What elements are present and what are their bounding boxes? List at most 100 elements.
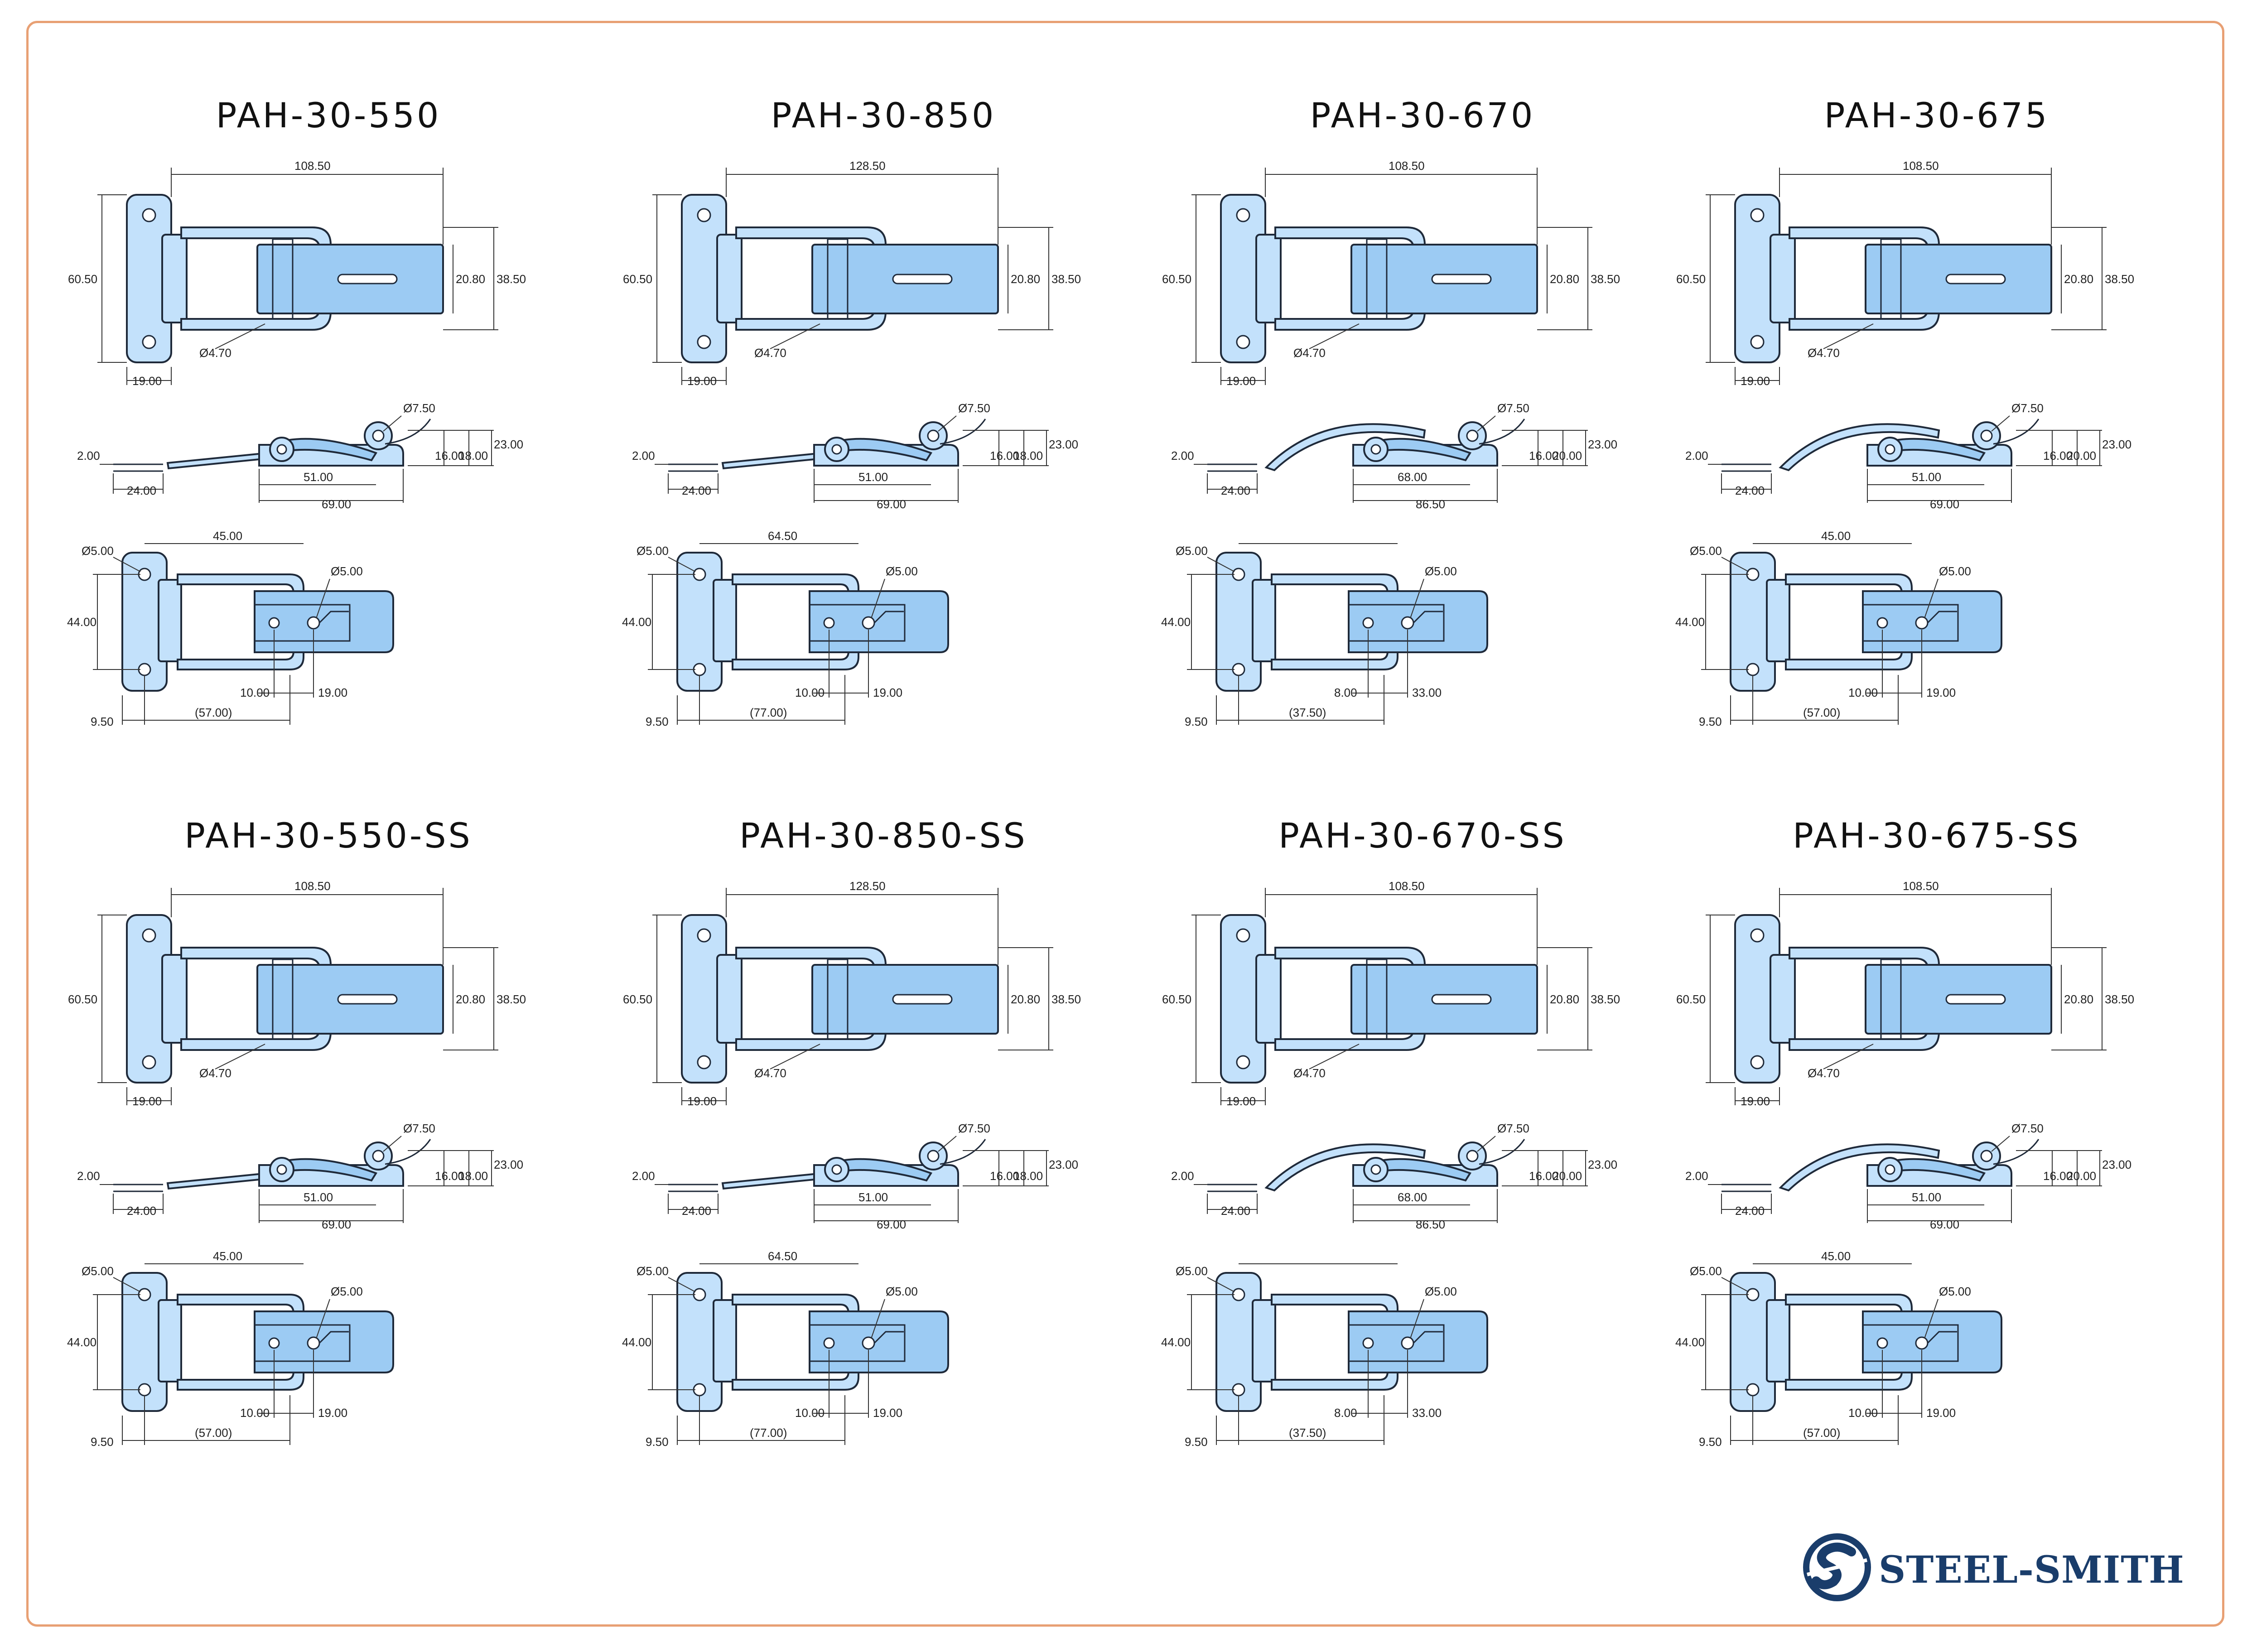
bottom-lever (1862, 1310, 2002, 1373)
rivet (1915, 1336, 1929, 1350)
dim-h2: 18.00 (1013, 449, 1043, 462)
bottom-view: Ø5.00 Ø5.00 45.00 44.00 10.00 19.00 (67, 529, 394, 728)
dim-off: 24.00 (1221, 1204, 1250, 1218)
dim-thk: 2.00 (1171, 449, 1194, 462)
dim-a: 68.00 (1398, 1190, 1427, 1204)
dim-thk: 2.00 (77, 449, 100, 462)
dim-bh: Ø5.00 (1690, 1264, 1722, 1278)
dim-hole: Ø4.70 (1293, 346, 1326, 360)
mounting-hole (697, 928, 711, 943)
dim-height: 60.50 (68, 992, 97, 1006)
dim-width: 128.50 (849, 159, 886, 173)
dim-height: 60.50 (68, 272, 97, 286)
wire-loop (180, 226, 332, 331)
side-lever (825, 1158, 933, 1182)
dim-h3: 23.00 (1049, 438, 1078, 451)
hinge-block (716, 234, 743, 323)
dim-h3: 23.00 (494, 1158, 523, 1171)
dim-width: 108.50 (1903, 879, 1939, 893)
rivet (1876, 617, 1888, 629)
bottom-loop (732, 573, 859, 670)
brand-logo: STEEL-SMITH (1801, 1531, 2190, 1608)
dim-c2: 19.00 (1926, 686, 1956, 699)
dim-h2: 20.00 (1553, 449, 1582, 462)
top-view: 108.50 60.50 20.80 38.50 19.00 Ø4.70 (1676, 159, 2134, 388)
rivet (1362, 1337, 1374, 1349)
hinge-block (161, 234, 188, 323)
product-title: PAH-30-675-SS (1793, 815, 2081, 856)
dim-br: Ø5.00 (331, 564, 363, 578)
wire-loop (735, 947, 887, 1051)
wire-loop (735, 226, 887, 331)
rivet (1401, 1336, 1414, 1350)
dim-bhgt: 44.00 (67, 615, 96, 629)
product-title: PAH-30-675 (1824, 95, 2049, 135)
dim-c1: 10.00 (240, 1406, 270, 1420)
side-hook (721, 1172, 825, 1190)
dim-e: 9.50 (1699, 715, 1722, 728)
wire-loop (1274, 947, 1426, 1051)
technical-drawing: 108.50 60.50 20.80 38.50 19.00 Ø4.70 (1675, 879, 2134, 1449)
dim-height: 60.50 (623, 272, 652, 286)
bottom-lever (809, 1310, 949, 1373)
side-lever (1365, 1158, 1472, 1182)
dim-c2: 19.00 (873, 1406, 902, 1420)
dim-width: 108.50 (1903, 159, 1939, 173)
dim-h2: 20.00 (2067, 449, 2096, 462)
dim-bh: Ø5.00 (1690, 544, 1722, 558)
dim-e: 9.50 (646, 1435, 669, 1449)
product-title: PAH-30-550 (216, 95, 441, 135)
top-view: 108.50 60.50 20.80 38.50 19.00 Ø4.70 (68, 879, 526, 1108)
dim-c1: 10.00 (1848, 1406, 1878, 1420)
bottom-lever (1348, 590, 1488, 653)
dim-bhgt: 44.00 (1161, 1335, 1191, 1349)
dim-plate: 19.00 (132, 1094, 162, 1108)
technical-drawing: 108.50 60.50 20.80 38.50 19.00 Ø4.70 (67, 159, 526, 728)
dim-off: 24.00 (1735, 484, 1765, 497)
mounting-hole (1236, 928, 1250, 943)
mounting-hole (1750, 1055, 1765, 1069)
dim-br: Ø5.00 (886, 1285, 918, 1298)
product-drawing-pah-30-670: PAH-30-670 108.50 60.50 (1153, 95, 1692, 802)
dim-bh: Ø5.00 (82, 1264, 114, 1278)
padlock-slot (337, 274, 398, 284)
side-lever (270, 438, 378, 462)
dim-c2: 33.00 (1412, 1406, 1442, 1420)
top-view: 128.50 60.50 20.80 38.50 19.00 Ø4.70 (623, 159, 1081, 388)
rivet (862, 1336, 875, 1350)
dim-w2: 38.50 (497, 992, 526, 1006)
side-view: Ø7.50 2.00 24.00 51.00 69.00 16.00 (1685, 401, 2131, 511)
steel-smith-logo-icon (1803, 1533, 1871, 1601)
mounting-hole (1750, 208, 1765, 222)
dim-b: 69.00 (877, 497, 906, 511)
mounting-hole (1236, 335, 1250, 349)
dim-w1: 20.80 (2064, 272, 2093, 286)
bottom-loop (177, 1294, 304, 1391)
dim-f: (37.50) (1289, 706, 1326, 719)
bottom-view: Ø5.00 Ø5.00 64.50 44.00 10.00 19.00 (622, 529, 949, 728)
technical-drawing: 108.50 60.50 20.80 38.50 19.00 Ø4.70 (1675, 159, 2134, 728)
dim-h3: 23.00 (1588, 438, 1617, 451)
dim-w2: 38.50 (2105, 272, 2134, 286)
dim-h2: 18.00 (458, 1169, 488, 1183)
dim-e: 9.50 (91, 1435, 114, 1449)
dim-plate: 19.00 (1741, 374, 1770, 388)
dim-off: 24.00 (682, 1204, 711, 1218)
dim-e: 9.50 (646, 715, 669, 728)
mounting-hole (142, 208, 156, 222)
mounting-hole (142, 1055, 156, 1069)
bottom-view: Ø5.00 Ø5.00 64.50 44.00 10.00 19.00 (622, 1249, 949, 1449)
dim-a: 51.00 (1912, 1190, 1941, 1204)
dim-h3: 23.00 (2102, 438, 2131, 451)
dim-width: 108.50 (294, 159, 331, 173)
dim-w2: 38.50 (497, 272, 526, 286)
dim-hole: Ø4.70 (754, 1066, 786, 1080)
dim-height: 60.50 (1676, 992, 1706, 1006)
dim-w1: 20.80 (1011, 272, 1040, 286)
dim-plate: 19.00 (132, 374, 162, 388)
dim-a: 51.00 (304, 470, 333, 484)
dim-br: Ø5.00 (1939, 1285, 1971, 1298)
dim-h1: 16.00 (2043, 1169, 2073, 1183)
padlock-slot (892, 994, 953, 1005)
side-hook (166, 1172, 270, 1190)
